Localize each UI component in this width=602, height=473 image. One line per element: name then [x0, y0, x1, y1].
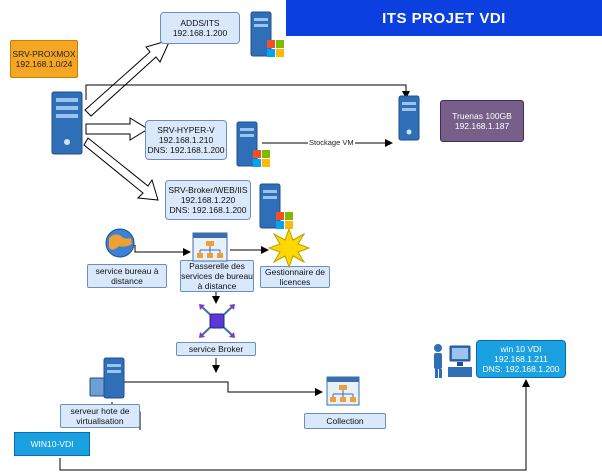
- gateway-window-icon: [192, 232, 228, 262]
- adds-ip: 192.168.1.200: [172, 28, 228, 38]
- win10-vdi-info-ip: 192.168.1.211: [494, 354, 548, 364]
- collection-box: Collection: [304, 413, 386, 429]
- block-arrow-hyperv: [85, 117, 149, 141]
- block-arrow-adds: [84, 39, 171, 117]
- storage-server-icon: [398, 95, 420, 141]
- hote-virt-line2: virtualisation: [76, 416, 124, 426]
- collection-window-icon: [326, 376, 360, 406]
- globe-icon: [105, 228, 135, 258]
- service-broker-box: service Broker: [176, 342, 256, 356]
- edge-service-passerelle: [134, 245, 191, 256]
- windows-server-icon: [236, 121, 270, 167]
- truenas-box: Truenas 100GB 192.168.1.187: [440, 100, 524, 142]
- hyperv-ip: 192.168.1.210: [158, 135, 214, 145]
- passerelle-line3: à distance: [197, 281, 237, 291]
- hote-virt-box: serveur hote de virtualisation: [60, 404, 140, 428]
- workstation-user-icon: [434, 344, 472, 378]
- broker-srv-dns: DNS: 192.168.1.200: [169, 205, 247, 215]
- edge-win10-info: [59, 379, 530, 471]
- hote-virt-line1: serveur hote de: [70, 406, 130, 416]
- gestionnaire-line1: Gestionnaire de: [264, 267, 325, 277]
- adds-name: ADDS/ITS: [180, 18, 220, 28]
- truenas-name: Truenas 100GB: [452, 111, 512, 121]
- broker-srv-box: SRV-Broker/WEB/IIS 192.168.1.220 DNS: 19…: [165, 180, 251, 220]
- broker-srv-name: SRV-Broker/WEB/IIS: [168, 185, 248, 195]
- win10-vdi-box: WIN10-VDI: [14, 432, 90, 456]
- win10-vdi-info-dns: DNS: 192.168.1.200: [482, 364, 560, 374]
- win10-vdi-info-name: win 10 VDI: [500, 344, 542, 354]
- gestionnaire-box: Gestionnaire de licences: [260, 266, 330, 288]
- windows-server-icon: [259, 183, 293, 229]
- srv-proxmox-subnet: 192.168.1.0/24: [15, 59, 73, 69]
- broker-hub-icon: [199, 304, 235, 338]
- block-arrow-broker: [83, 137, 159, 201]
- service-bureau-box: service bureau à distance: [87, 264, 167, 288]
- passerelle-line1: Passerelle des: [189, 261, 245, 271]
- hyperv-name: SRV-HYPER-V: [157, 125, 215, 135]
- srv-proxmox-name: SRV-PROXMOX: [12, 49, 76, 59]
- srv-proxmox-box: SRV-PROXMOX 192.168.1.0/24: [10, 40, 78, 78]
- win10-vdi-label: WIN10-VDI: [30, 439, 74, 449]
- license-star-icon: [268, 228, 310, 268]
- collection-label: Collection: [326, 416, 364, 426]
- page-title: ITS PROJET VDI: [286, 0, 602, 36]
- windows-server-icon: [250, 11, 284, 57]
- broker-srv-ip: 192.168.1.220: [180, 195, 236, 205]
- hyperv-dns: DNS: 192.168.1.200: [147, 145, 225, 155]
- gestionnaire-line2: licences: [279, 277, 311, 287]
- hyperv-box: SRV-HYPER-V 192.168.1.210 DNS: 192.168.1…: [145, 120, 227, 160]
- passerelle-box: Passerelle des services de bureau à dist…: [180, 260, 254, 292]
- passerelle-line2: services de bureau: [181, 271, 253, 281]
- virtualization-host-icon: [89, 357, 125, 399]
- service-broker-label: service Broker: [188, 344, 244, 354]
- edge-hote-collection: [116, 381, 323, 396]
- service-bureau-line1: service bureau à: [95, 266, 159, 276]
- adds-box: ADDS/ITS 192.168.1.200: [160, 12, 240, 44]
- truenas-ip: 192.168.1.187: [454, 121, 510, 131]
- service-bureau-line2: distance: [111, 276, 143, 286]
- win10-vdi-info-box: win 10 VDI 192.168.1.211 DNS: 192.168.1.…: [476, 340, 566, 378]
- stockage-vm-label: Stockage VM: [308, 138, 355, 147]
- server-tower-icon: [51, 91, 83, 155]
- edge-proxmox-truenas: [85, 84, 410, 100]
